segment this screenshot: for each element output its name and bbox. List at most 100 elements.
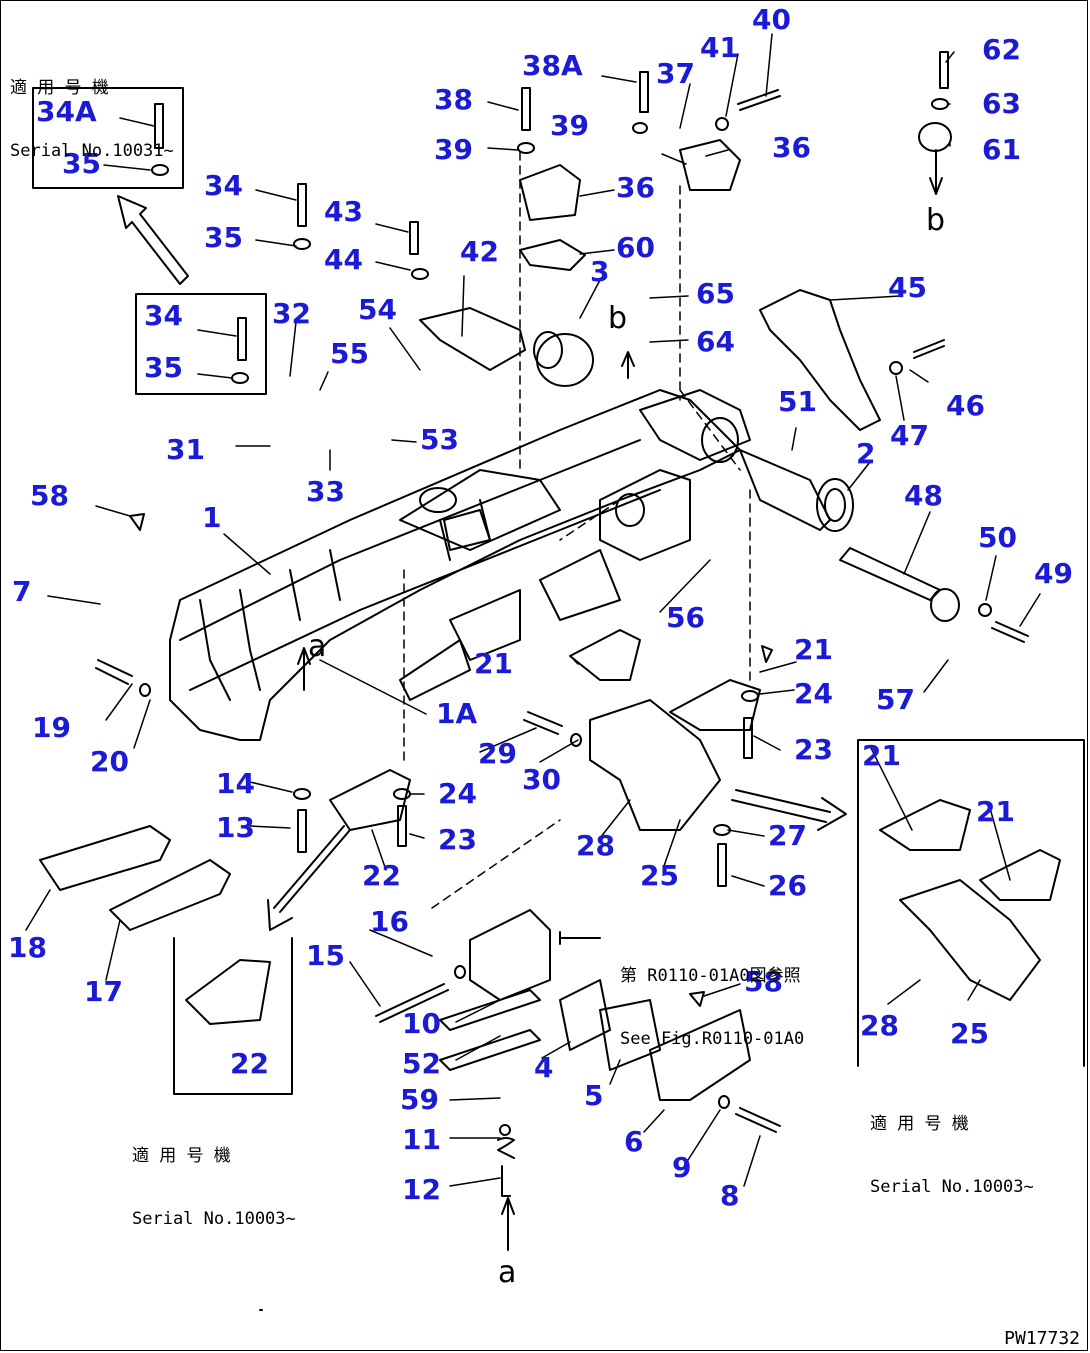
callout-5: 5 (584, 1079, 604, 1112)
note-bottom-left-jp: 適 用 号 機 (132, 1146, 231, 1166)
callout-9: 9 (672, 1151, 692, 1184)
callout-23: 23 (794, 733, 833, 766)
inset-bracket-bottom-left (173, 937, 293, 1095)
callout-12: 12 (402, 1173, 441, 1206)
callout-19: 19 (32, 711, 71, 744)
callout-55: 55 (330, 337, 369, 370)
callout-40: 40 (752, 3, 791, 36)
arrow-b-top (621, 351, 635, 379)
callout-46: 46 (946, 389, 985, 422)
note-right-serial: Serial No.10003~ (870, 1177, 1034, 1197)
bolt-34a (154, 103, 164, 149)
callout-3: 3 (590, 255, 610, 288)
callout-21: 21 (474, 647, 513, 680)
callout-34A: 34A (36, 95, 97, 128)
note-right: 適 用 号 機 Serial No.10003~ (870, 1072, 1034, 1219)
callout-38: 38 (434, 83, 473, 116)
arrow-to-inset-left (267, 825, 351, 931)
bolt-43 (409, 221, 419, 255)
callout-54: 54 (358, 293, 397, 326)
callout-63: 63 (982, 87, 1021, 120)
tag-b-right: b (926, 203, 946, 238)
callout-22: 22 (362, 859, 401, 892)
callout-31: 31 (166, 433, 205, 466)
callout-17: 17 (84, 975, 123, 1008)
callout-59: 59 (400, 1083, 439, 1116)
note-top-left-jp: 適 用 号 機 (10, 78, 109, 98)
callout-25: 25 (640, 859, 679, 892)
note-top-left-serial: Serial No.10031~ (10, 141, 174, 161)
callout-28: 28 (576, 829, 615, 862)
bolt-13 (297, 809, 307, 853)
callout-24: 24 (438, 777, 477, 810)
note-ref-en: See Fig.R0110-01A0 (620, 1029, 805, 1049)
note-ref: 第 R0110-01A0図参照 See Fig.R0110-01A0 (620, 924, 804, 1071)
callout-64: 64 (696, 325, 735, 358)
callout-57: 57 (876, 683, 915, 716)
callout-8: 8 (720, 1179, 740, 1212)
callout-53: 53 (420, 423, 459, 456)
callout-58: 58 (30, 479, 69, 512)
bolt-23b (743, 717, 753, 759)
callout-18: 18 (8, 931, 47, 964)
callout-29: 29 (478, 737, 517, 770)
bolt-8 (735, 1107, 781, 1133)
callout-58: 58 (744, 965, 783, 998)
callout-42: 42 (460, 235, 499, 268)
callout-47: 47 (890, 419, 929, 452)
bolt-15 (375, 983, 449, 1023)
callout-15: 15 (306, 939, 345, 972)
callout-23: 23 (438, 823, 477, 856)
callout-48: 48 (904, 479, 943, 512)
callout-16: 16 (370, 905, 409, 938)
callout-2: 2 (856, 437, 876, 470)
note-top-left: 適 用 号 機 Serial No.10031~ (10, 36, 174, 183)
bolt-29 (523, 711, 563, 735)
bolt-62 (939, 51, 949, 89)
callout-13: 13 (216, 811, 255, 844)
tag-a-bottom: a (498, 1255, 517, 1290)
bolt-46 (913, 339, 945, 359)
bolt-40 (737, 89, 781, 111)
callout-33: 33 (306, 475, 345, 508)
callout-65: 65 (696, 277, 735, 310)
callout-14: 14 (216, 767, 255, 800)
callout-61: 61 (982, 133, 1021, 166)
callout-24: 24 (794, 677, 833, 710)
callout-36: 36 (616, 171, 655, 204)
bolt-34 (297, 183, 307, 227)
callout-62: 62 (982, 33, 1021, 66)
callout-20: 20 (90, 745, 129, 778)
callout-39: 39 (550, 109, 589, 142)
arrow-a-top (297, 647, 311, 691)
bolt-38a (639, 71, 649, 113)
callout-11: 11 (402, 1123, 441, 1156)
ref-arrow (559, 931, 601, 945)
callout-45: 45 (888, 271, 927, 304)
callout-10: 10 (402, 1007, 441, 1040)
callout-21: 21 (794, 633, 833, 666)
arrow-a-bottom (501, 1197, 515, 1251)
callout-25: 25 (950, 1017, 989, 1050)
callout-37: 37 (656, 57, 695, 90)
callout-34: 34 (144, 299, 183, 332)
callout-21: 21 (862, 739, 901, 772)
bolt-26 (717, 843, 727, 887)
bolt-38 (521, 87, 531, 131)
callout-36: 36 (772, 131, 811, 164)
callout-35: 35 (144, 351, 183, 384)
note-bottom-left: 適 用 号 機 Serial No.10003~ (132, 1104, 296, 1251)
inset-bracket-right (857, 739, 1085, 1067)
tag-b-top: b (608, 301, 628, 336)
callout-50: 50 (978, 521, 1017, 554)
callout-44: 44 (324, 243, 363, 276)
bolt-34-inset (237, 317, 247, 361)
arrow-b-right (929, 149, 943, 195)
callout-34: 34 (204, 169, 243, 202)
arrow-to-inset-right (731, 789, 847, 831)
callout-22: 22 (230, 1047, 269, 1080)
callout-27: 27 (768, 819, 807, 852)
bolt-19 (95, 659, 133, 685)
